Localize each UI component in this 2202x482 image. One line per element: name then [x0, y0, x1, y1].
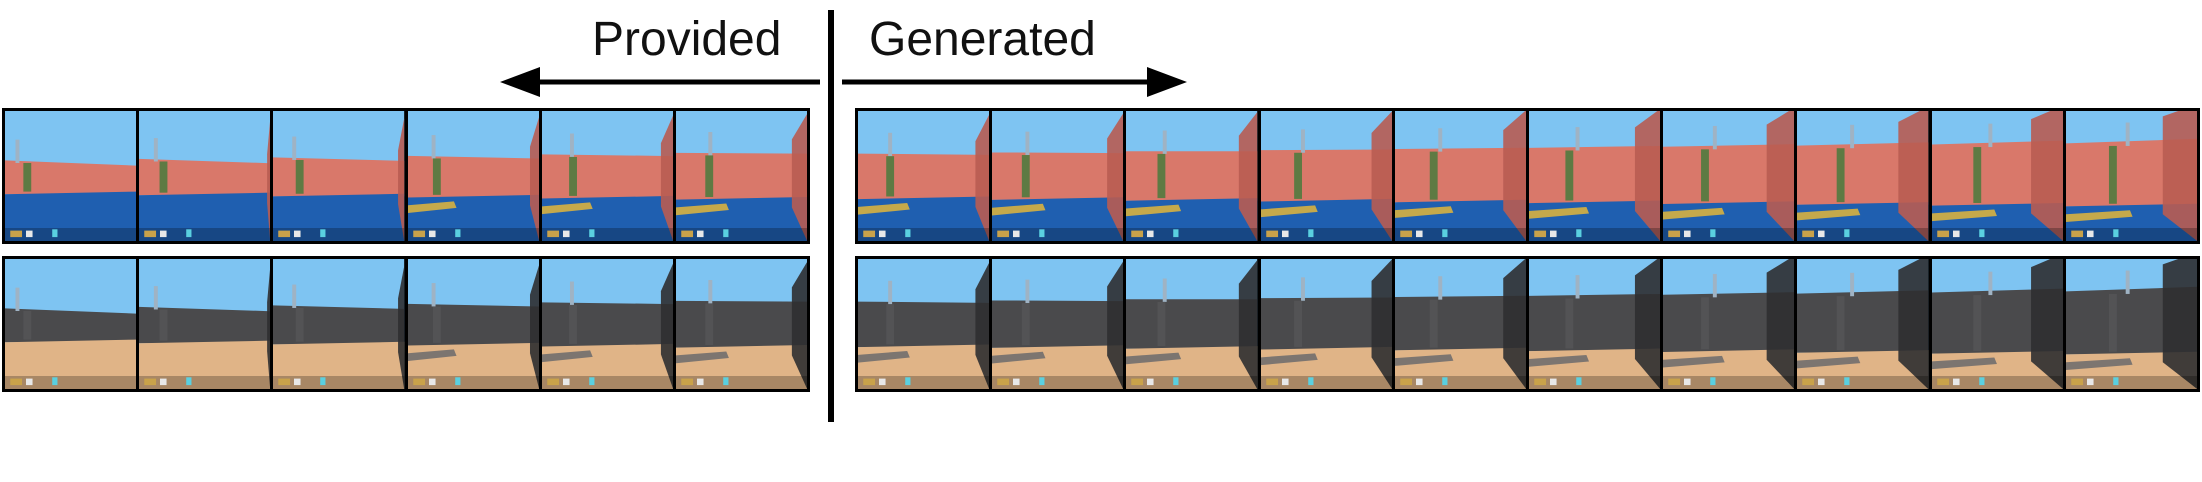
- stone-maze-scene-icon: [858, 259, 990, 389]
- brick-maze-scene-icon: [1931, 111, 2063, 241]
- brick-maze-provided-frame: [5, 111, 137, 241]
- stone-maze-scene-icon: [1394, 259, 1527, 389]
- stone-maze-generated-frame: [1529, 259, 1661, 389]
- brick-maze-generated-frame: [858, 111, 990, 241]
- stone-maze-scene-icon: [675, 259, 808, 389]
- brick-maze-generated-frame: [1260, 111, 1392, 241]
- brick-maze-scene-icon: [2065, 111, 2198, 241]
- brick-maze-provided-frame: [541, 111, 673, 241]
- brick-maze-generated-frame: [1797, 111, 1929, 241]
- brick-maze-scene-icon: [1394, 111, 1527, 241]
- brick-maze-scene-icon: [407, 111, 539, 241]
- brick-maze-generated-frame: [1663, 111, 1795, 241]
- stone-maze-scene-icon: [1260, 259, 1392, 389]
- brick-maze-generated-frame: [1931, 111, 2063, 241]
- brick-provided-strip: [2, 108, 810, 244]
- brick-maze-generated-frame: [992, 111, 1124, 241]
- brick-generated-strip: [855, 108, 2200, 244]
- stone-maze-generated-frame: [1931, 259, 2063, 389]
- stone-maze-provided-frame: [407, 259, 539, 389]
- brick-maze-scene-icon: [139, 111, 271, 241]
- stone-maze-provided-frame: [541, 259, 673, 389]
- stone-maze-scene-icon: [541, 259, 673, 389]
- stone-maze-generated-frame: [1126, 259, 1258, 389]
- stone-maze-scene-icon: [5, 259, 137, 389]
- stone-maze-scene-icon: [273, 259, 405, 389]
- stone-maze-scene-icon: [1797, 259, 1929, 389]
- stone-maze-generated-frame: [1663, 259, 1795, 389]
- brick-maze-scene-icon: [858, 111, 990, 241]
- arrow-right-icon: [842, 67, 1187, 97]
- brick-maze-scene-icon: [1663, 111, 1795, 241]
- stone-maze-generated-frame: [2065, 259, 2198, 389]
- stone-maze-provided-frame: [139, 259, 271, 389]
- stone-maze-scene-icon: [1126, 259, 1258, 389]
- stone-maze-scene-icon: [992, 259, 1124, 389]
- stone-maze-generated-frame: [858, 259, 990, 389]
- stone-maze-generated-frame: [1260, 259, 1392, 389]
- brick-maze-scene-icon: [1797, 111, 1929, 241]
- generated-label: Generated: [869, 13, 1096, 66]
- brick-maze-provided-frame: [273, 111, 405, 241]
- stone-maze-generated-frame: [1797, 259, 1929, 389]
- brick-maze-provided-frame: [139, 111, 271, 241]
- stone-maze-generated-frame: [992, 259, 1124, 389]
- stone-maze-scene-icon: [1931, 259, 2063, 389]
- brick-maze-scene-icon: [675, 111, 808, 241]
- provided-label: Provided: [592, 13, 782, 66]
- stone-maze-scene-icon: [1663, 259, 1795, 389]
- brick-maze-provided-frame: [675, 111, 808, 241]
- stone-provided-strip: [2, 256, 810, 392]
- brick-maze-scene-icon: [1260, 111, 1392, 241]
- brick-maze-generated-frame: [2065, 111, 2198, 241]
- brick-maze-scene-icon: [1529, 111, 1661, 241]
- stone-maze-generated-frame: [1394, 259, 1527, 389]
- brick-maze-scene-icon: [5, 111, 137, 241]
- stone-maze-scene-icon: [407, 259, 539, 389]
- brick-maze-generated-frame: [1394, 111, 1527, 241]
- brick-maze-generated-frame: [1126, 111, 1258, 241]
- brick-maze-generated-frame: [1529, 111, 1661, 241]
- brick-maze-scene-icon: [992, 111, 1124, 241]
- stone-generated-strip: [855, 256, 2200, 392]
- stone-maze-provided-frame: [5, 259, 137, 389]
- stone-maze-scene-icon: [2065, 259, 2198, 389]
- brick-maze-scene-icon: [273, 111, 405, 241]
- divider-line: [828, 10, 834, 422]
- stone-maze-scene-icon: [139, 259, 271, 389]
- brick-maze-scene-icon: [541, 111, 673, 241]
- brick-maze-provided-frame: [407, 111, 539, 241]
- stone-maze-provided-frame: [675, 259, 808, 389]
- stone-maze-provided-frame: [273, 259, 405, 389]
- stone-maze-scene-icon: [1529, 259, 1661, 389]
- brick-maze-scene-icon: [1126, 111, 1258, 241]
- arrow-left-icon: [500, 67, 820, 97]
